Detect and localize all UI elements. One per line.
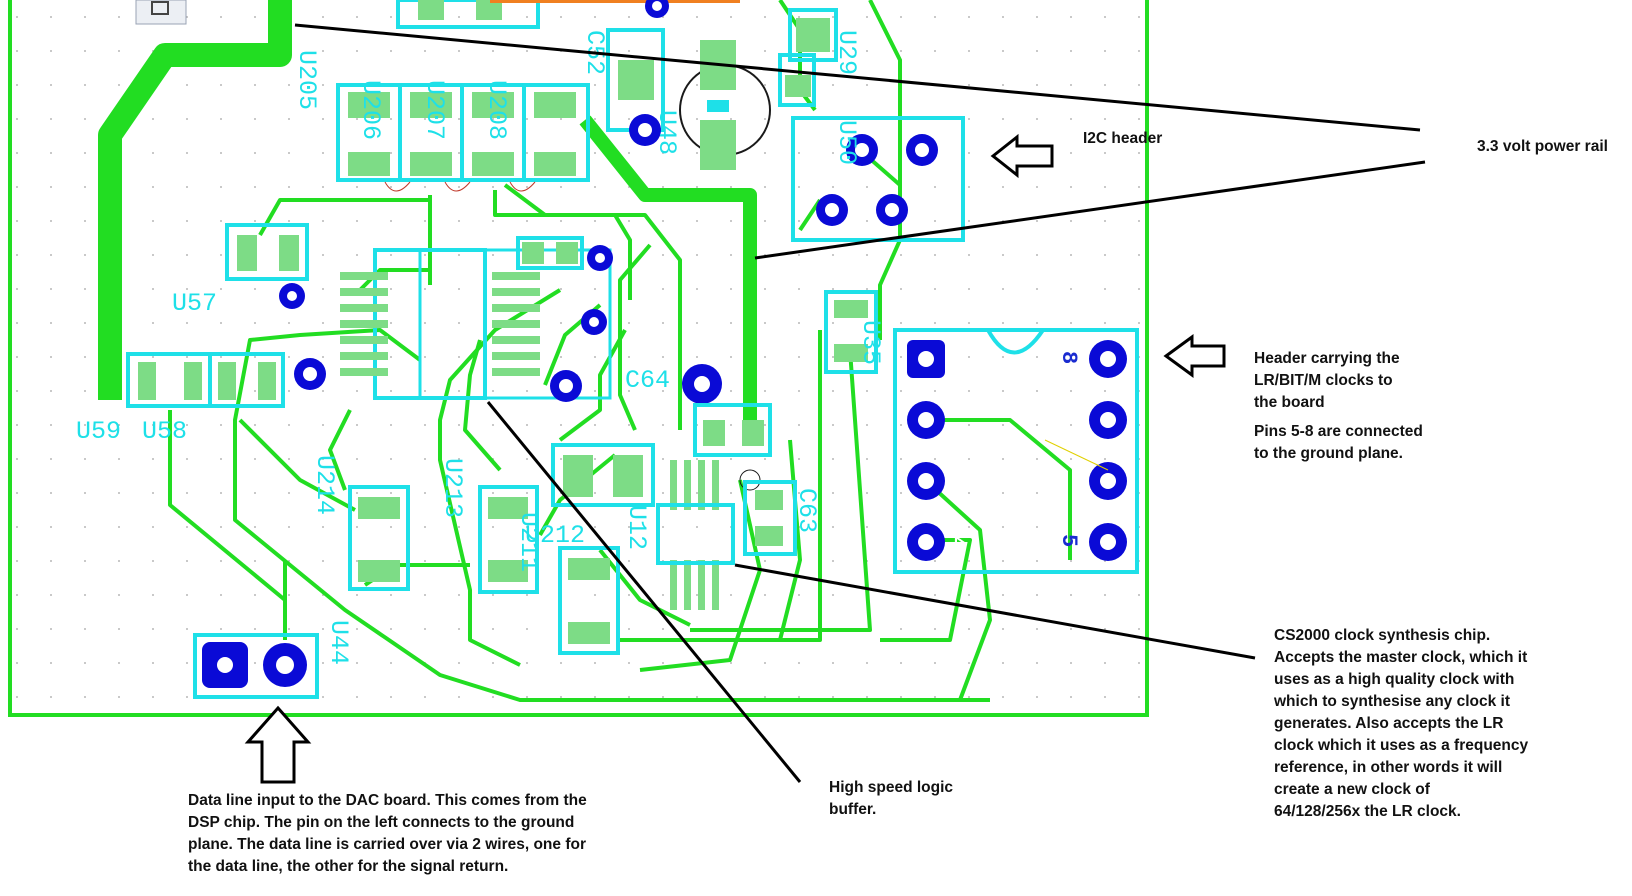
logic-ics <box>340 236 612 400</box>
logic-buffer-annotation: High speed logic buffer. <box>829 779 954 818</box>
resistor-array <box>336 83 590 192</box>
label-u44: U44 <box>324 620 353 665</box>
label-u59: U59 <box>76 417 121 446</box>
power-rail-trace-right <box>579 115 757 420</box>
pin-4-label: 4 <box>945 536 968 548</box>
pins-ground-annotation: Pins 5-8 are connected to the ground pla… <box>1254 423 1423 462</box>
label-u205: U205 <box>292 50 321 110</box>
i2c-arrow-icon <box>990 133 1054 179</box>
reference-designators: U205 U206 U207 U208 C52 U48 U29 U50 U57 … <box>76 30 885 665</box>
data-line-annotation: Data line input to the DAC board. This c… <box>188 792 587 875</box>
orange-silk <box>490 0 740 3</box>
label-u207: U207 <box>420 80 449 140</box>
top-header-outline <box>396 0 540 29</box>
header-arrow-icon <box>1163 334 1226 378</box>
label-u211: U211 <box>514 512 543 572</box>
label-u213: U213 <box>438 458 467 518</box>
label-u29: U29 <box>832 30 861 75</box>
cs2000-chip <box>656 460 735 610</box>
cs2000-annotation: CS2000 clock synthesis chip. Accepts the… <box>1274 627 1529 820</box>
label-u214: U214 <box>310 455 339 515</box>
power-rail-trace <box>98 0 292 400</box>
power-rail-annotation: 3.3 volt power rail <box>1477 138 1608 155</box>
pin-1-label: 1 <box>945 353 968 365</box>
window-icon <box>135 0 187 25</box>
label-u35: U35 <box>856 320 885 365</box>
label-u206: U206 <box>356 80 385 140</box>
leader-lines <box>294 23 1426 783</box>
label-u208: U208 <box>482 80 511 140</box>
board-outline <box>8 0 1149 717</box>
label-u212: U212 <box>525 521 585 550</box>
label-u12: U12 <box>622 505 651 550</box>
label-c64: C64 <box>625 366 670 395</box>
label-c63: C63 <box>792 488 821 533</box>
label-u57: U57 <box>172 289 217 318</box>
data-input-connector <box>193 633 319 699</box>
data-line-arrow-icon <box>244 705 312 784</box>
i2c-header <box>791 116 965 242</box>
i2c-header-annotation: I2C header <box>1083 130 1163 147</box>
signal-traces <box>168 0 1072 702</box>
lr-clock-header-annotation: Header carrying the LR/BIT/M clocks to t… <box>1254 350 1400 411</box>
label-u58: U58 <box>142 417 187 446</box>
label-u50: U50 <box>832 120 861 165</box>
label-u48: U48 <box>652 110 681 155</box>
pin-5-label: 5 <box>1056 534 1081 547</box>
clock-header <box>893 328 1139 574</box>
pin-8-label: 8 <box>1056 351 1081 364</box>
